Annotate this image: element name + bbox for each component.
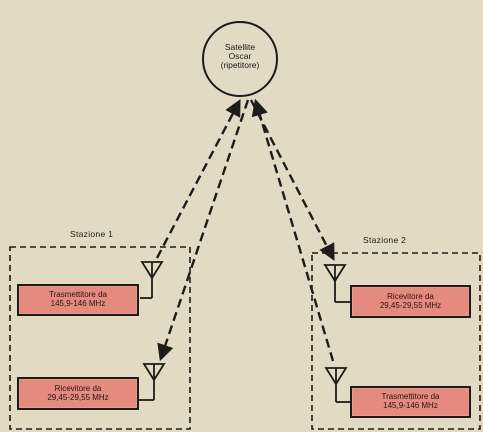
station-1-title: Stazione 1 xyxy=(70,229,114,239)
box-line: 145,9-146 MHz xyxy=(50,299,106,308)
uplink-station-2 xyxy=(251,98,335,362)
satellite-name: Satellite xyxy=(224,42,256,52)
satellite-subname: Oscar xyxy=(228,50,252,61)
uplink-station-1 xyxy=(155,99,241,259)
station-2-receiver: Ricevitore da 29,45-29,55 MHz xyxy=(350,285,471,318)
downlink-station-1 xyxy=(157,99,250,362)
box-line: Ricevitore da xyxy=(387,291,434,301)
antenna-icon xyxy=(324,367,350,403)
station-1-receiver: Ricevitore da 29,45-29,55 MHz xyxy=(17,377,139,410)
satellite-label: Satellite Oscar (ripetitore) xyxy=(209,43,271,70)
station-1-frame xyxy=(9,246,191,430)
box-line: Ricevitore da xyxy=(54,383,102,393)
box-line: 29,45-29,55 MHz xyxy=(47,392,109,402)
station-1-transmitter: Trasmettitore da 145,9-146 MHz xyxy=(17,284,139,316)
satellite-circle xyxy=(202,21,278,97)
box-line: 145,9-146 MHz xyxy=(383,401,438,410)
antenna-icon xyxy=(323,264,350,303)
satellite-role: (ripetitore) xyxy=(220,59,260,70)
station-2-transmitter: Trasmettitore da 145,9-146 MHz xyxy=(350,386,471,418)
box-line: Trasmettitore da xyxy=(49,290,107,300)
box-line: Trasmettitore da xyxy=(381,392,440,402)
downlink-station-2 xyxy=(249,99,335,261)
box-line: 29,45-29,55 MHz xyxy=(379,300,442,310)
antenna-icon xyxy=(139,363,166,401)
station-2-frame xyxy=(311,252,481,430)
antenna-icon xyxy=(140,261,164,299)
station-2-title: Stazione 2 xyxy=(363,235,407,245)
